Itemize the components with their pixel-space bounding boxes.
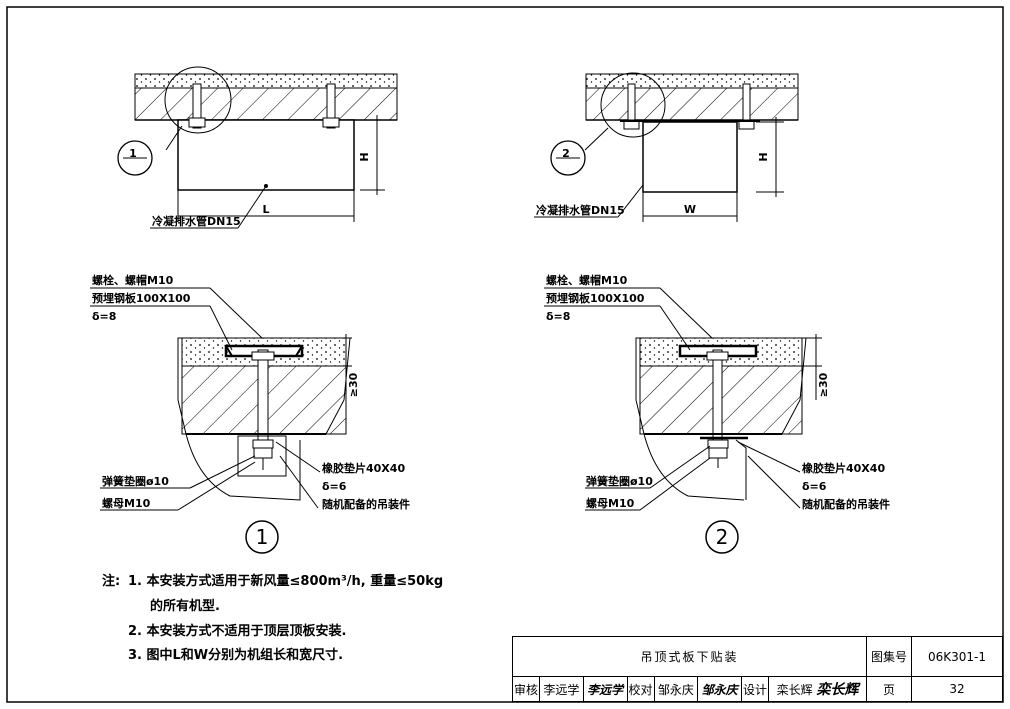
detail2-rubber-thickness: δ=6 — [802, 480, 827, 493]
detail2-dim-width: W — [684, 203, 696, 216]
detail2-hanger-label: 随机配备的吊装件 — [802, 497, 890, 511]
detail1-plate-thickness: δ=8 — [92, 310, 116, 323]
note-item-3: 3. 图中L和W分别为机组长和宽尺寸. — [128, 648, 344, 663]
detail2-depth-label: ≥30 — [817, 372, 830, 397]
notes-prefix: 注: — [102, 574, 121, 589]
note-item-2: 2. 本安装方式不适用于顶层顶板安装. — [128, 624, 347, 639]
page-number: 32 — [911, 676, 1003, 702]
designer-signature: 栾长辉 — [816, 682, 859, 698]
design-label: 设计 — [741, 676, 769, 702]
note-item-1-cont: 的所有机型. — [150, 599, 220, 614]
detail2-section: 螺栓、螺帽M10 预埋钢板100X100 δ=8 ≥30 橡胶垫片40X40 δ… — [544, 273, 890, 554]
detail1-elevation: 1 H L 冷凝排水管DN15 — [117, 66, 398, 229]
detail1-rubber-label: 橡胶垫片40X40 — [322, 461, 405, 475]
detail1-rubber-thickness: δ=6 — [322, 480, 347, 493]
title-block: 吊顶式板下贴装 图集号 06K301-1 审核 李远学 李远学 校对 邹永庆 邹… — [512, 636, 1003, 702]
detail2-elevation: 2 H W 冷凝排水管DN15 — [534, 72, 799, 222]
detail1-bolt-label: 螺栓、螺帽M10 — [92, 273, 174, 287]
drawing-title: 吊顶式板下贴装 — [512, 636, 867, 677]
atlas-label: 图集号 — [866, 636, 912, 677]
detail1-dim-length: L — [262, 203, 269, 216]
detail2-drain-label: 冷凝排水管DN15 — [536, 203, 625, 217]
detail1-section: 螺栓、螺帽M10 预埋钢板100X100 δ=8 ≥30 橡胶垫片40X40 δ… — [90, 273, 410, 554]
checker-name: 邹永庆 — [653, 676, 699, 702]
reviewer-name: 李远学 — [539, 676, 584, 702]
detail1-drain-label: 冷凝排水管DN15 — [152, 214, 241, 228]
detail2-rubber-label: 橡胶垫片40X40 — [802, 461, 885, 475]
detail1-section-number: 1 — [256, 525, 269, 549]
detail2-plate-label: 预埋钢板100X100 — [546, 291, 645, 305]
note-item-1: 1. 本安装方式适用于新风量≤800m³/h, 重量≤50kg — [128, 574, 444, 589]
detail2-washer-label: 弹簧垫圈ø10 — [586, 474, 653, 488]
detail1-callout-number: 1 — [129, 147, 137, 160]
detail2-callout-number: 2 — [562, 147, 570, 160]
detail1-plate-label: 预埋钢板100X100 — [92, 291, 191, 305]
detail1-dim-height: H — [358, 152, 371, 161]
detail2-nut-label: 螺母M10 — [586, 496, 635, 510]
checker-signature: 邹永庆 — [697, 676, 742, 702]
page-label: 页 — [866, 676, 912, 702]
designer-name-text: 栾长辉 — [776, 683, 813, 697]
designer-name: 栾长辉 栾长辉 — [768, 676, 867, 702]
detail1-washer-label: 弹簧垫圈ø10 — [102, 474, 169, 488]
detail1-hanger-label: 随机配备的吊装件 — [322, 497, 410, 511]
detail1-nut-label: 螺母M10 — [102, 496, 151, 510]
drawing-frame — [6, 6, 1004, 703]
detail1-depth-label: ≥30 — [347, 372, 360, 397]
detail2-dim-height: H — [757, 152, 770, 161]
review-label: 审核 — [512, 676, 540, 702]
atlas-number: 06K301-1 — [911, 636, 1003, 677]
detail2-section-number: 2 — [716, 525, 729, 549]
detail2-plate-thickness: δ=8 — [546, 310, 570, 323]
detail2-bolt-label: 螺栓、螺帽M10 — [546, 273, 628, 287]
check-label: 校对 — [626, 676, 655, 702]
reviewer-signature: 李远学 — [582, 676, 628, 702]
